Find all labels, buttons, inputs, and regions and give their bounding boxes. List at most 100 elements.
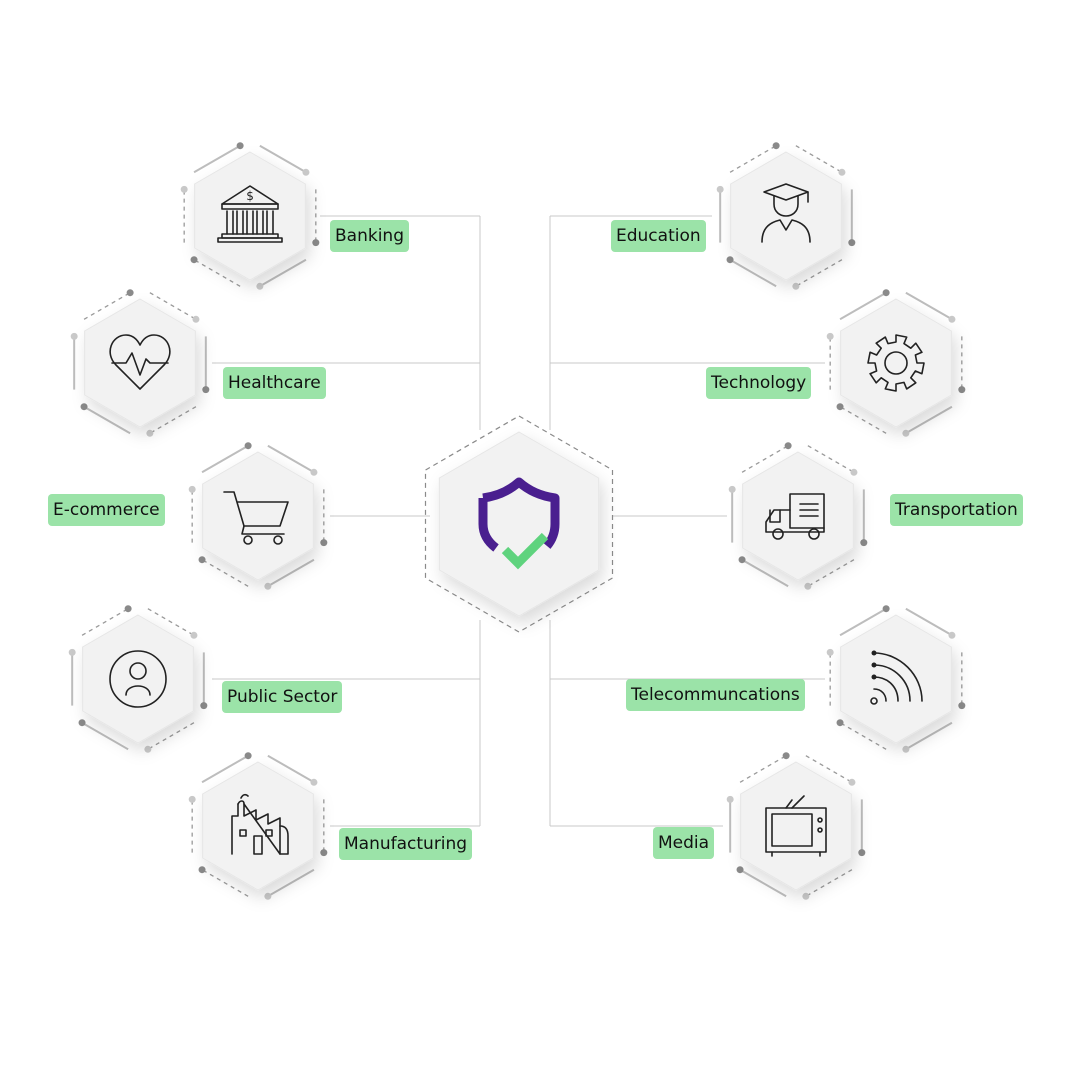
- hex-frame-dot: [716, 185, 724, 193]
- center-hex: [424, 415, 614, 633]
- hex-frame-dot: [836, 403, 844, 411]
- factory-icon: [231, 793, 289, 855]
- truck-icon: [765, 493, 825, 540]
- hex-frame-dot: [70, 332, 78, 340]
- hex-frame-dot: [256, 282, 264, 290]
- hex-frame-dot: [320, 849, 328, 857]
- hex-frame-dot: [124, 605, 132, 613]
- hex-frame-dot: [190, 256, 198, 264]
- connector-lines: [212, 215, 825, 827]
- hex-frame-dot: [198, 556, 206, 564]
- hex-frame-dot: [784, 442, 792, 450]
- hex-frame-segment: [839, 722, 887, 750]
- hex-frame-dot: [882, 289, 890, 297]
- hex-frame-segment: [149, 406, 197, 434]
- graduate-icon: [761, 183, 811, 243]
- hex-frame-dot: [78, 719, 86, 727]
- hex-frame-dot: [838, 168, 846, 176]
- bank-icon: $: [217, 185, 283, 243]
- hex-frame-dot: [726, 256, 734, 264]
- label-education: Education: [611, 220, 706, 252]
- gear-icon: [867, 334, 925, 392]
- hex-frame-segment: [729, 145, 777, 173]
- hex-frame-dot: [264, 892, 272, 900]
- hex-frame-segment: [905, 291, 953, 321]
- hex-frame-dot: [736, 866, 744, 874]
- hex-manufacturing: [188, 752, 328, 900]
- hex-frame-segment: [739, 755, 787, 783]
- svg-text:$: $: [246, 189, 254, 203]
- hex-frame-dot: [836, 719, 844, 727]
- hex-education: [716, 142, 856, 290]
- hex-frame-dot: [728, 485, 736, 493]
- hex-public-sector: [68, 605, 208, 753]
- hex-frame-dot: [726, 795, 734, 803]
- hex-frame-segment: [839, 291, 887, 321]
- hex-frame-segment: [259, 258, 307, 288]
- hex-frame-dot: [782, 752, 790, 760]
- hex-frame-segment: [795, 259, 843, 287]
- hex-frame-dot: [202, 386, 210, 394]
- label-healthcare: Healthcare: [223, 367, 326, 399]
- hexagon-group: $: [68, 142, 966, 900]
- hex-frame-segment: [201, 754, 249, 784]
- heart-pulse-icon: [109, 334, 171, 390]
- hex-frame-segment: [267, 444, 315, 474]
- hex-tile: [740, 761, 852, 891]
- hex-frame-dot: [958, 386, 966, 394]
- label-technology: Technology: [706, 367, 812, 399]
- hex-frame-segment: [905, 721, 953, 751]
- hex-frame-dot: [738, 556, 746, 564]
- hex-frame-segment: [795, 145, 843, 173]
- hex-frame-dot: [310, 468, 318, 476]
- hex-frame-segment: [201, 559, 249, 587]
- hex-frame-segment: [83, 292, 131, 320]
- hex-frame-dot: [848, 239, 856, 247]
- hex-frame-segment: [839, 607, 887, 637]
- hex-frame-dot: [244, 442, 252, 450]
- hex-frame-dot: [882, 605, 890, 613]
- hex-frame-dot: [190, 631, 198, 639]
- signal-waves-icon: [870, 650, 923, 705]
- hex-frame-segment: [905, 405, 953, 435]
- hex-frame-segment: [81, 721, 129, 751]
- label-ecommerce: E-commerce: [48, 494, 165, 526]
- hex-frame-segment: [149, 292, 197, 320]
- hex-frame-dot: [146, 429, 154, 437]
- hex-transportation: [728, 442, 868, 590]
- hex-frame-segment: [739, 868, 787, 898]
- hex-frame-dot: [244, 752, 252, 760]
- person-circle-icon: [109, 650, 167, 708]
- hex-tile: [194, 151, 306, 281]
- hex-frame-dot: [302, 168, 310, 176]
- hex-banking: $: [180, 142, 320, 290]
- hex-frame-segment: [83, 405, 131, 435]
- hex-tile: [202, 451, 314, 581]
- hex-tile: [840, 614, 952, 744]
- hex-frame-dot: [848, 778, 856, 786]
- hex-tile: [84, 298, 196, 428]
- hex-telecommunications: [826, 605, 966, 753]
- hex-frame-segment: [905, 607, 953, 637]
- hex-healthcare: [70, 289, 210, 437]
- hex-frame-dot: [188, 485, 196, 493]
- hex-frame-segment: [147, 608, 195, 636]
- hex-frame-segment: [147, 722, 195, 750]
- hex-frame-dot: [312, 239, 320, 247]
- hex-frame-segment: [81, 608, 129, 636]
- hex-frame-segment: [267, 754, 315, 784]
- label-transportation: Transportation: [890, 494, 1023, 526]
- hex-frame-dot: [68, 648, 76, 656]
- hex-frame-segment: [807, 445, 855, 473]
- hex-frame-dot: [802, 892, 810, 900]
- hex-frame-segment: [267, 558, 315, 588]
- hex-frame-dot: [958, 702, 966, 710]
- hex-frame-dot: [192, 315, 200, 323]
- hex-frame-dot: [858, 849, 866, 857]
- hex-frame-segment: [805, 755, 853, 783]
- label-public-sector: Public Sector: [222, 681, 343, 713]
- hex-frame-dot: [320, 539, 328, 547]
- tv-icon: [765, 795, 827, 857]
